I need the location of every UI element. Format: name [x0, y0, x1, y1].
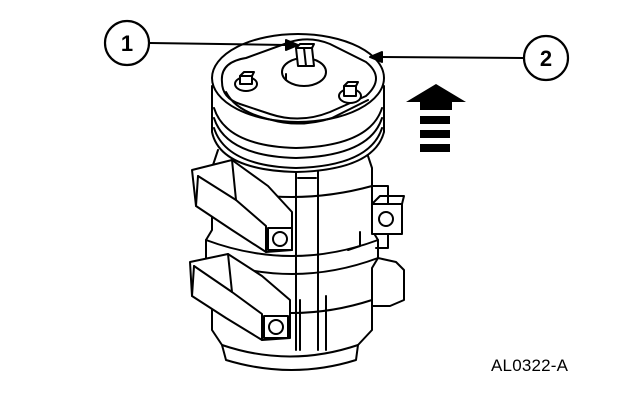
clutch-bolt-left: [234, 71, 258, 92]
callout-1-leader: [149, 39, 299, 51]
clutch-plate[interactable]: [220, 38, 377, 125]
callout-1: 1: [103, 19, 151, 67]
callout-1-number: 1: [121, 31, 133, 56]
callout-2: 2: [522, 34, 570, 82]
install-direction-arrow-icon: [406, 84, 466, 152]
right-mounting-ear: [371, 195, 405, 235]
callout-2-leader: [369, 51, 524, 63]
clutch-bolt-right: [338, 81, 362, 104]
figure-id-label: AL0322-A: [491, 356, 569, 375]
upper-left-mounting-ear: [191, 159, 293, 253]
lower-left-mounting-ear: [189, 253, 291, 341]
callout-2-number: 2: [540, 46, 552, 71]
